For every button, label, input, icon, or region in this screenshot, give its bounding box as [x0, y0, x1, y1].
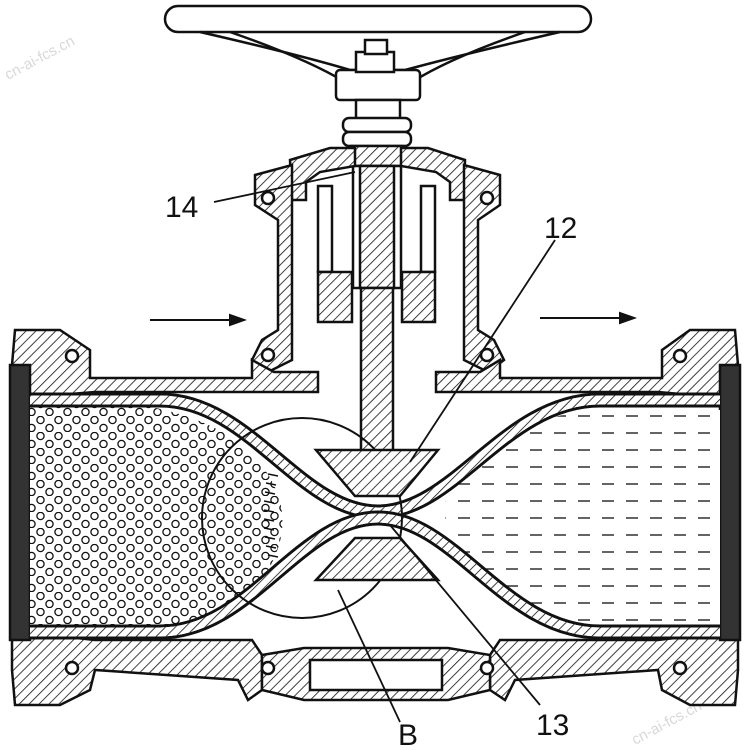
- upper-wedge: [313, 448, 441, 498]
- bonnet: [250, 146, 506, 374]
- body-bolt-holes: [64, 348, 688, 676]
- detail-circle-b: [201, 417, 403, 619]
- outlet-liquid-media: [445, 410, 720, 628]
- valve-stem: [341, 98, 413, 460]
- sleeve-teeth: [263, 473, 279, 558]
- label-b: B: [398, 719, 418, 750]
- label-12: 12: [544, 212, 577, 245]
- watermark-top: cn-ai-fcs.cn: [2, 33, 78, 84]
- lower-wedge: [313, 536, 441, 582]
- bonnet-bolt-holes: [260, 190, 495, 363]
- leader-lines: [213, 171, 556, 723]
- label-13: 13: [536, 709, 569, 742]
- label-14: 14: [165, 191, 198, 224]
- inlet-arrow: [150, 313, 247, 327]
- pinch-sleeve: [30, 392, 720, 640]
- valve-body: [8, 328, 742, 707]
- handwheel: [163, 4, 593, 102]
- outlet-arrow: [540, 311, 637, 325]
